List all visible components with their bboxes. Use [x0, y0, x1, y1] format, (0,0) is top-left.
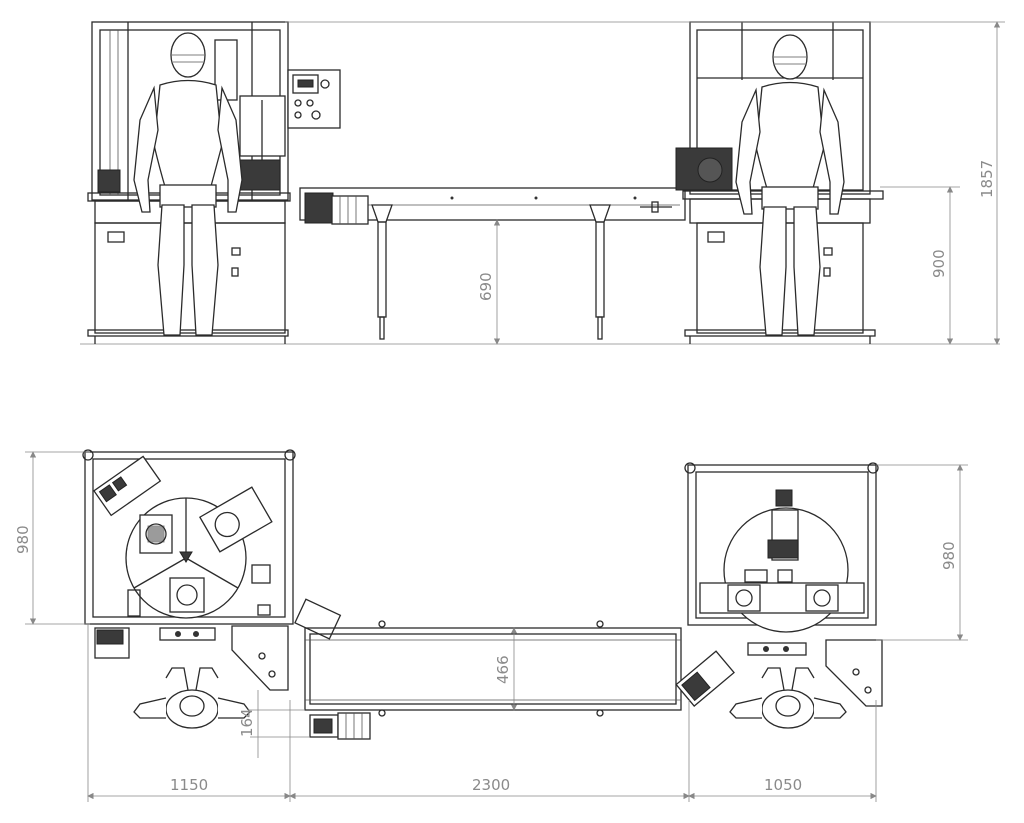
right-mannequin-top: [729, 667, 847, 729]
dim-label-980-right: 980: [940, 541, 958, 570]
conveyor-front: [299, 187, 686, 340]
dim-900: 900: [880, 186, 960, 345]
dim-980-right: 980: [876, 464, 968, 641]
dim-label-1857: 1857: [978, 160, 996, 198]
left-station-front: [87, 21, 341, 344]
dim-label-164: 164: [238, 708, 256, 737]
right-station-top: [675, 462, 883, 707]
front-view: 1857 900 690: [80, 21, 1005, 345]
left-mannequin-top: [133, 667, 251, 729]
top-view: 980 980 466 164 1150 2300: [14, 449, 968, 802]
dim-label-1050: 1050: [764, 776, 802, 794]
left-mannequin: [133, 32, 243, 336]
dim-horizontal: 1150 2300 1050: [87, 624, 877, 802]
conveyor-top: [304, 620, 682, 740]
left-station-top: [82, 449, 342, 691]
dim-label-2300: 2300: [472, 776, 510, 794]
dim-466: 466: [494, 627, 518, 711]
dim-label-466: 466: [494, 655, 512, 684]
dim-label-1150: 1150: [170, 776, 208, 794]
dim-690: 690: [477, 219, 501, 345]
dim-1857: 1857: [285, 21, 1005, 345]
dim-label-900: 900: [930, 249, 948, 278]
right-mannequin: [735, 34, 845, 336]
dim-label-980-left: 980: [14, 525, 32, 554]
dim-980-left: 980: [14, 451, 90, 625]
dim-164: 164: [238, 690, 310, 758]
dim-label-690: 690: [477, 272, 495, 301]
